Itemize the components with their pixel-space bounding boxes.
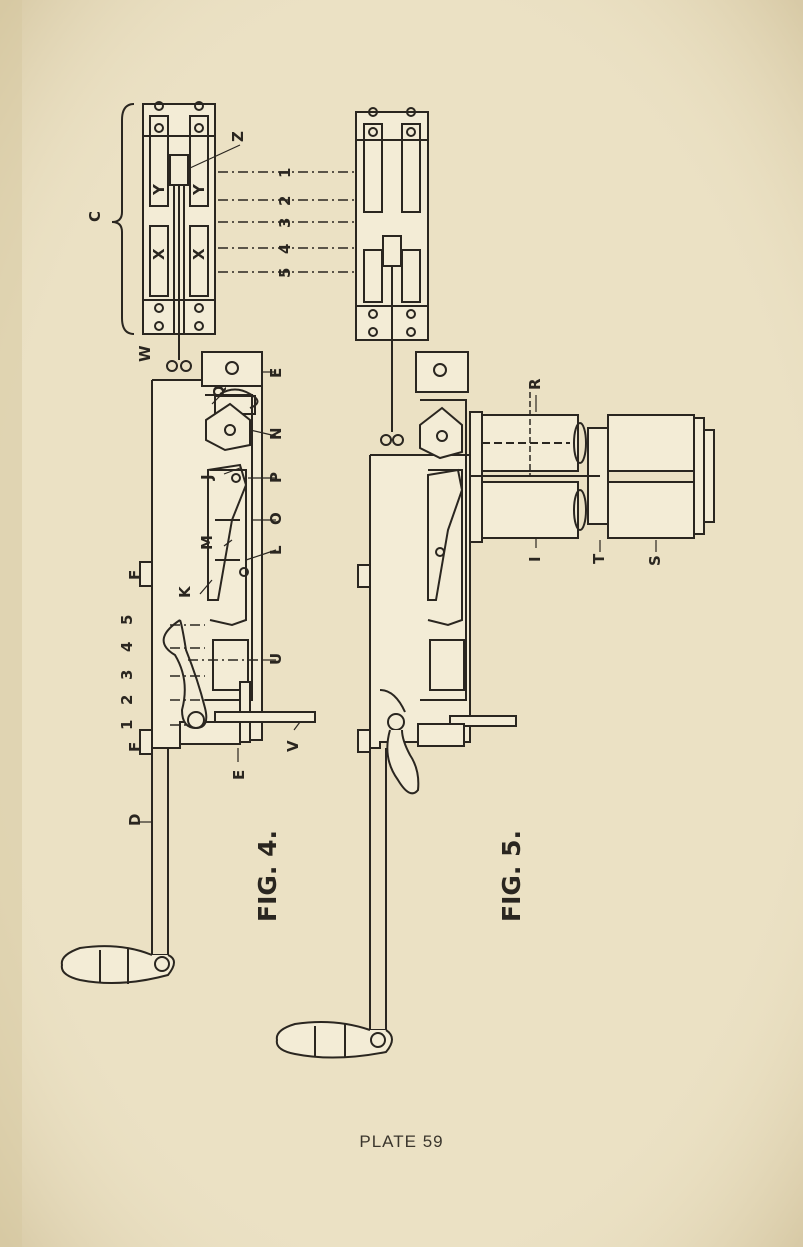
label-S: S <box>646 555 664 566</box>
fig5-drawing <box>275 107 715 1059</box>
label-E-top: E <box>267 368 285 378</box>
label-M: M <box>198 535 216 550</box>
label-E-bottom: E <box>230 770 248 780</box>
fig5-solenoid <box>469 392 715 543</box>
label-N: N <box>267 427 285 440</box>
fig4-main-frame <box>60 351 316 985</box>
fig4-contact-block <box>111 101 216 335</box>
label-R: R <box>526 378 544 390</box>
label-F-bottom: F <box>126 742 144 752</box>
label-V: V <box>284 740 302 752</box>
label-handle-4: 4 <box>118 642 136 652</box>
label-F-top: F <box>126 570 144 580</box>
label-X2: X <box>190 248 208 260</box>
label-pos-3: 3 <box>276 218 294 228</box>
label-J: J <box>198 474 216 481</box>
label-U: U <box>267 653 285 665</box>
label-Z: Z <box>229 131 247 142</box>
label-Y1: Y <box>150 183 168 196</box>
fig5-label: FIG. 5. <box>497 830 526 922</box>
label-handle-3: 3 <box>118 670 136 680</box>
label-pos-1: 1 <box>276 168 294 178</box>
part-labels: C Z Y Y X X 1 2 3 4 5 W E Q N J P O M L … <box>86 131 664 922</box>
label-W: W <box>136 345 154 362</box>
label-handle-5: 5 <box>118 615 136 625</box>
label-K: K <box>176 585 194 598</box>
label-handle-1: 1 <box>118 720 136 730</box>
fig5-contact-block <box>355 107 429 341</box>
label-X1: X <box>150 248 168 260</box>
fig5-main-frame <box>275 340 517 1059</box>
fig4-hook-w <box>166 334 192 372</box>
label-pos-5: 5 <box>276 268 294 278</box>
fig4-position-leaders <box>170 171 355 726</box>
label-Q: Q <box>210 385 228 398</box>
fig4-label: FIG. 4. <box>253 830 282 922</box>
label-pos-2: 2 <box>276 196 294 206</box>
label-I: I <box>526 556 544 562</box>
page-edge-shadow <box>0 0 22 1247</box>
label-T: T <box>590 553 608 564</box>
label-leaders <box>140 144 657 823</box>
label-handle-2: 2 <box>118 695 136 705</box>
label-O: O <box>267 512 285 525</box>
plate-caption: PLATE 59 <box>359 1132 444 1151</box>
label-C: C <box>86 211 104 222</box>
label-D: D <box>126 814 144 826</box>
label-pos-4: 4 <box>276 244 294 254</box>
label-Y2: Y <box>190 183 208 196</box>
fig4-drawing <box>60 101 355 985</box>
